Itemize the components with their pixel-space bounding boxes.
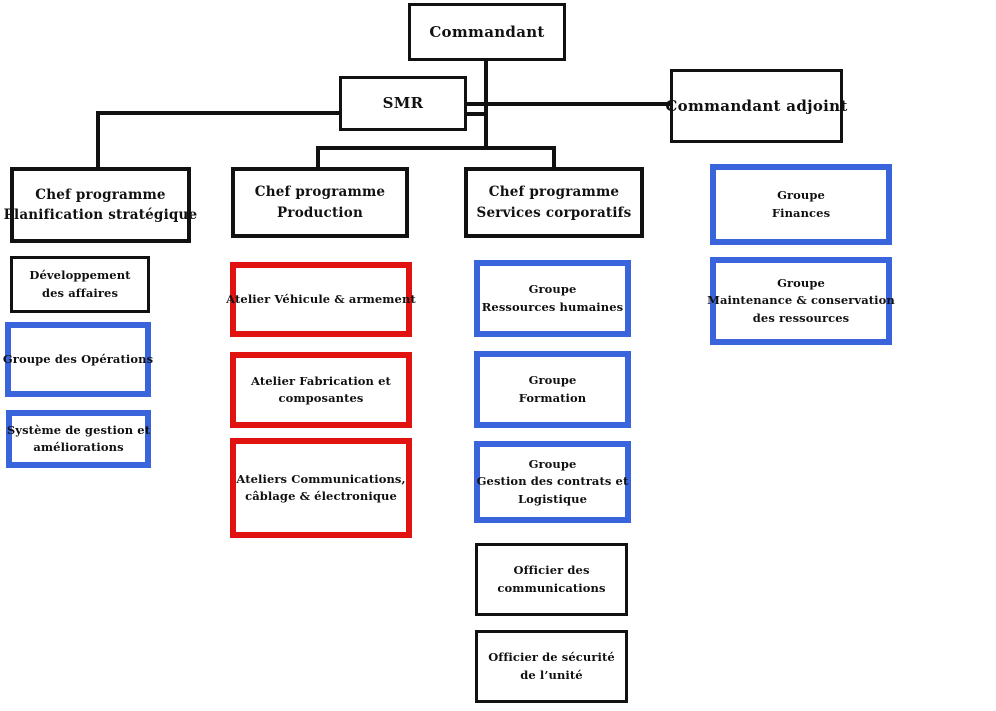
node-developpement-affaires: Développement des affaires (10, 256, 150, 313)
node-label-line: Production (277, 204, 363, 221)
node-label-line: Groupe (777, 276, 825, 291)
node-chef-planification: Chef programme Planification stratégique (4, 167, 197, 243)
node-label-line: communications (497, 580, 606, 595)
node-ateliers-communications: Ateliers Communications, câblage & élect… (230, 438, 412, 538)
node-chef-services: Chef programme Services corporatifs (464, 167, 644, 238)
node-systeme-gestion: Système de gestion et améliorations (6, 410, 151, 468)
node-label-line: Ateliers Communications, (236, 471, 406, 486)
connector-line-smr-stub (466, 112, 488, 116)
node-label-line: Planification stratégique (3, 207, 198, 223)
node-label-line: Groupe des Opérations (2, 351, 154, 366)
node-label-line: Chef programme (488, 184, 620, 201)
node-officier-securite: Officier de sécurité de l’unité (475, 630, 628, 703)
node-smr: SMR (339, 76, 467, 131)
node-label-line: Système de gestion et (6, 422, 151, 437)
node-label-line: des ressources (752, 310, 850, 325)
node-label-line: Logistique (517, 491, 588, 506)
connector-line-left-drop (96, 111, 100, 169)
node-groupe-formation: Groupe Formation (474, 351, 631, 428)
node-commandant-adjoint: Commandant adjoint (665, 69, 847, 143)
connector-line-production-drop (316, 146, 320, 169)
node-label-line: Gestion des contrats et (476, 474, 629, 489)
node-label-line: améliorations (33, 440, 124, 454)
connector-line-smr-to-adjoint (466, 102, 672, 106)
connector-line-services-drop (552, 146, 556, 169)
node-officier-communications: Officier des communications (475, 543, 628, 616)
node-label-line: Groupe (777, 188, 825, 203)
node-label-line: Finances (771, 205, 831, 220)
node-atelier-vehicule: Atelier Véhicule & armement (226, 262, 416, 337)
node-label-line: Chef programme (254, 184, 386, 201)
node-label-line: câblage & électronique (245, 489, 397, 503)
node-label-line: Groupe (528, 457, 577, 472)
node-label-line: Maintenance & conservation (707, 293, 895, 308)
node-label-line: Groupe (528, 282, 577, 297)
node-label-line: Développement (29, 268, 131, 283)
node-label-line: Chef programme (35, 186, 166, 203)
connector-line-smr-left (96, 111, 339, 115)
node-commandant: Commandant (408, 3, 566, 61)
node-groupe-rh: Groupe Ressources humaines (474, 260, 631, 337)
node-groupe-maintenance: Groupe Maintenance & conservation des re… (707, 257, 895, 345)
node-label-line: Atelier Fabrication et (251, 373, 391, 388)
node-label-line: Formation (518, 390, 587, 405)
node-label-line: Officier de sécurité (488, 650, 615, 665)
node-groupe-finances: Groupe Finances (710, 164, 892, 245)
node-label-line: Services corporatifs (476, 204, 632, 221)
node-label-line: Commandant (429, 22, 545, 41)
node-groupe-contrats: Groupe Gestion des contrats et Logistiqu… (474, 441, 631, 523)
node-label-line: Commandant adjoint (665, 96, 848, 115)
node-chef-production: Chef programme Production (231, 167, 409, 238)
node-label-line: de l’unité (520, 667, 583, 682)
node-label-line: SMR (382, 94, 424, 113)
node-atelier-fabrication: Atelier Fabrication et composantes (230, 352, 412, 428)
connector-line-mid-horizontal (316, 146, 556, 150)
node-label-line: composantes (278, 391, 364, 405)
node-label-line: Groupe (528, 373, 577, 388)
node-groupe-operations: Groupe des Opérations (2, 322, 154, 397)
node-label-line: Officier des (513, 563, 590, 578)
node-label-line: des affaires (41, 285, 119, 300)
node-label-line: Atelier Véhicule & armement (226, 291, 416, 306)
node-label-line: Ressources humaines (481, 299, 624, 314)
